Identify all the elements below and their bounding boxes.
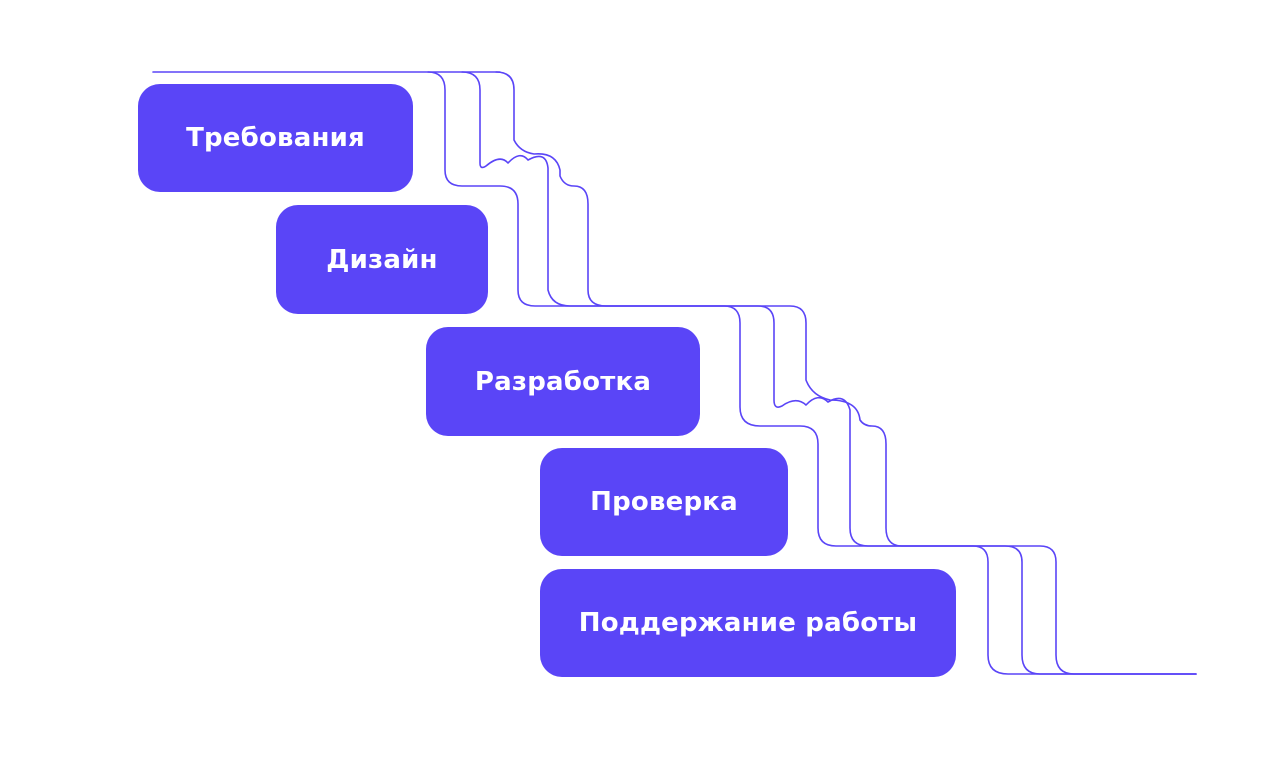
stage-label: Дизайн bbox=[326, 244, 438, 275]
flow-strand-1 bbox=[427, 71, 1197, 675]
stage-requirements: Требования bbox=[138, 84, 413, 192]
flow-strand-2 bbox=[461, 71, 1197, 675]
flow-strand-3 bbox=[495, 71, 1197, 675]
stage-label: Разработка bbox=[474, 366, 652, 397]
stage-design: Дизайн bbox=[276, 205, 488, 314]
stage-label: Требования bbox=[186, 123, 365, 153]
stage-maintenance: Поддержание работы bbox=[540, 569, 956, 677]
stage-label: Поддержание работы bbox=[578, 608, 918, 638]
stage-label: Проверка bbox=[590, 487, 738, 517]
stage-testing: Проверка bbox=[540, 448, 788, 556]
stage-development: Разработка bbox=[426, 327, 700, 436]
